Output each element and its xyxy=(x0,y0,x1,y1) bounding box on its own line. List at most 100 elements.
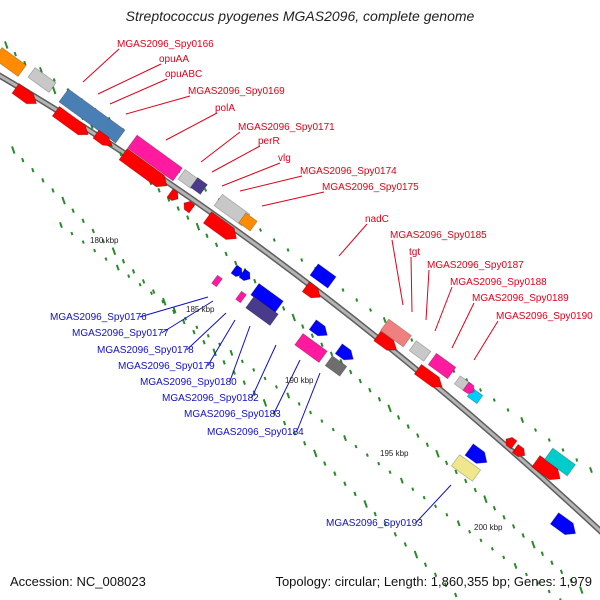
tick-mark xyxy=(343,435,347,442)
gene-label: MGAS2096_Spy0174 xyxy=(300,166,397,177)
gene-label: polA xyxy=(215,103,235,114)
gene-label: MGAS2096_Spy0184 xyxy=(207,427,304,438)
tick-mark xyxy=(161,299,165,304)
leader-line xyxy=(251,344,277,399)
tick-mark xyxy=(263,376,267,381)
tick-mark xyxy=(353,491,357,497)
gene-red-3 xyxy=(92,129,113,147)
accession-text: Accession: NC_008023 xyxy=(10,574,146,589)
gene-purple xyxy=(190,177,208,195)
tick-mark xyxy=(534,428,537,432)
tick-mark xyxy=(483,495,488,504)
tick-mark xyxy=(41,178,45,183)
tick-mark xyxy=(377,396,382,402)
tick-mark xyxy=(377,461,381,466)
gene-label: MGAS2096_Spy0179 xyxy=(118,361,215,372)
leader-line xyxy=(415,484,452,524)
tick-mark xyxy=(521,533,525,538)
gene-features xyxy=(0,46,577,536)
gene-pink-2 xyxy=(235,290,247,304)
tick-mark xyxy=(202,339,206,345)
tick-mark xyxy=(513,562,518,569)
tick-mark xyxy=(119,151,123,157)
tick-mark xyxy=(473,487,477,493)
gene-label: opuAA xyxy=(159,54,189,65)
tick-mark xyxy=(433,572,438,578)
gene-blue-8 xyxy=(549,512,577,536)
gene-orange xyxy=(0,46,27,78)
leader-line xyxy=(109,78,168,105)
tick-mark xyxy=(21,157,25,163)
tick-mark xyxy=(292,430,297,436)
leader-line xyxy=(296,372,321,433)
tick-mark xyxy=(152,289,156,294)
gene-teal xyxy=(544,447,576,477)
tick-mark xyxy=(589,466,593,474)
leader-line xyxy=(97,63,162,95)
tick-mark xyxy=(93,248,97,253)
tick-mark xyxy=(229,349,234,356)
gene-label: MGAS2096_Spy0189 xyxy=(472,293,569,304)
tick-mark xyxy=(59,221,63,229)
tick-mark xyxy=(172,307,177,314)
leader-line xyxy=(207,319,236,367)
gene-label: nadC xyxy=(365,214,389,225)
tick-mark xyxy=(101,238,105,244)
tick-mark xyxy=(479,538,483,543)
tick-mark xyxy=(445,512,449,517)
gene-blue xyxy=(309,263,337,289)
gene-red-11 xyxy=(505,436,518,450)
gene-gray-4 xyxy=(324,355,348,377)
tick-mark xyxy=(212,348,217,357)
tick-mark xyxy=(341,288,345,292)
tick-mark xyxy=(444,460,449,466)
tick-mark xyxy=(127,274,131,278)
tick-mark xyxy=(39,66,43,74)
gene-label: MGAS2096_Spy0178 xyxy=(97,345,194,356)
tick-mark xyxy=(349,369,353,375)
tick-mark xyxy=(443,582,448,588)
scale-label: 195 kbp xyxy=(380,449,409,458)
tick-mark xyxy=(51,188,55,193)
tick-mark xyxy=(52,78,56,82)
gene-label: MGAS2096_Spy0183 xyxy=(184,409,281,420)
gene-label: MGAS2096_Spy0180 xyxy=(140,377,237,388)
tick-mark xyxy=(282,420,287,426)
tick-mark xyxy=(166,197,171,202)
gene-label: MGAS2096_Spy0188 xyxy=(450,277,547,288)
leader-line xyxy=(338,223,368,257)
tick-mark xyxy=(310,333,315,338)
tick-mark xyxy=(182,319,186,325)
tick-mark xyxy=(454,592,458,598)
tick-mark xyxy=(358,378,362,384)
gene-red-2 xyxy=(51,105,89,136)
gene-label: MGAS2096_Spy0176 xyxy=(50,312,147,323)
tick-mark xyxy=(559,598,562,600)
gene-red-5 xyxy=(166,188,179,202)
gene-label: MGAS2096_Spy0185 xyxy=(390,230,487,241)
tick-mark xyxy=(435,449,440,458)
tick-mark xyxy=(399,477,404,484)
leader-line xyxy=(139,296,209,318)
gene-red-8 xyxy=(301,281,321,299)
tick-mark xyxy=(259,228,262,232)
tick-mark xyxy=(206,333,210,338)
gene-pink-4 xyxy=(427,352,457,380)
tick-mark xyxy=(242,380,246,385)
tick-mark xyxy=(274,385,278,389)
tick-mark xyxy=(382,316,387,324)
tick-mark xyxy=(410,338,414,342)
tick-mark xyxy=(81,240,85,244)
genome-backbone xyxy=(0,72,600,535)
tick-mark xyxy=(195,222,201,231)
tick-mark xyxy=(383,521,387,527)
leader-line xyxy=(200,131,241,163)
tick-mark xyxy=(214,242,219,248)
gene-gray-5 xyxy=(408,340,432,362)
tick-mark xyxy=(423,562,428,567)
tick-mark xyxy=(413,550,419,559)
tick-mark xyxy=(204,188,207,192)
gene-label: tgt xyxy=(409,247,420,258)
tick-mark xyxy=(111,247,117,256)
tick-mark xyxy=(205,233,209,239)
